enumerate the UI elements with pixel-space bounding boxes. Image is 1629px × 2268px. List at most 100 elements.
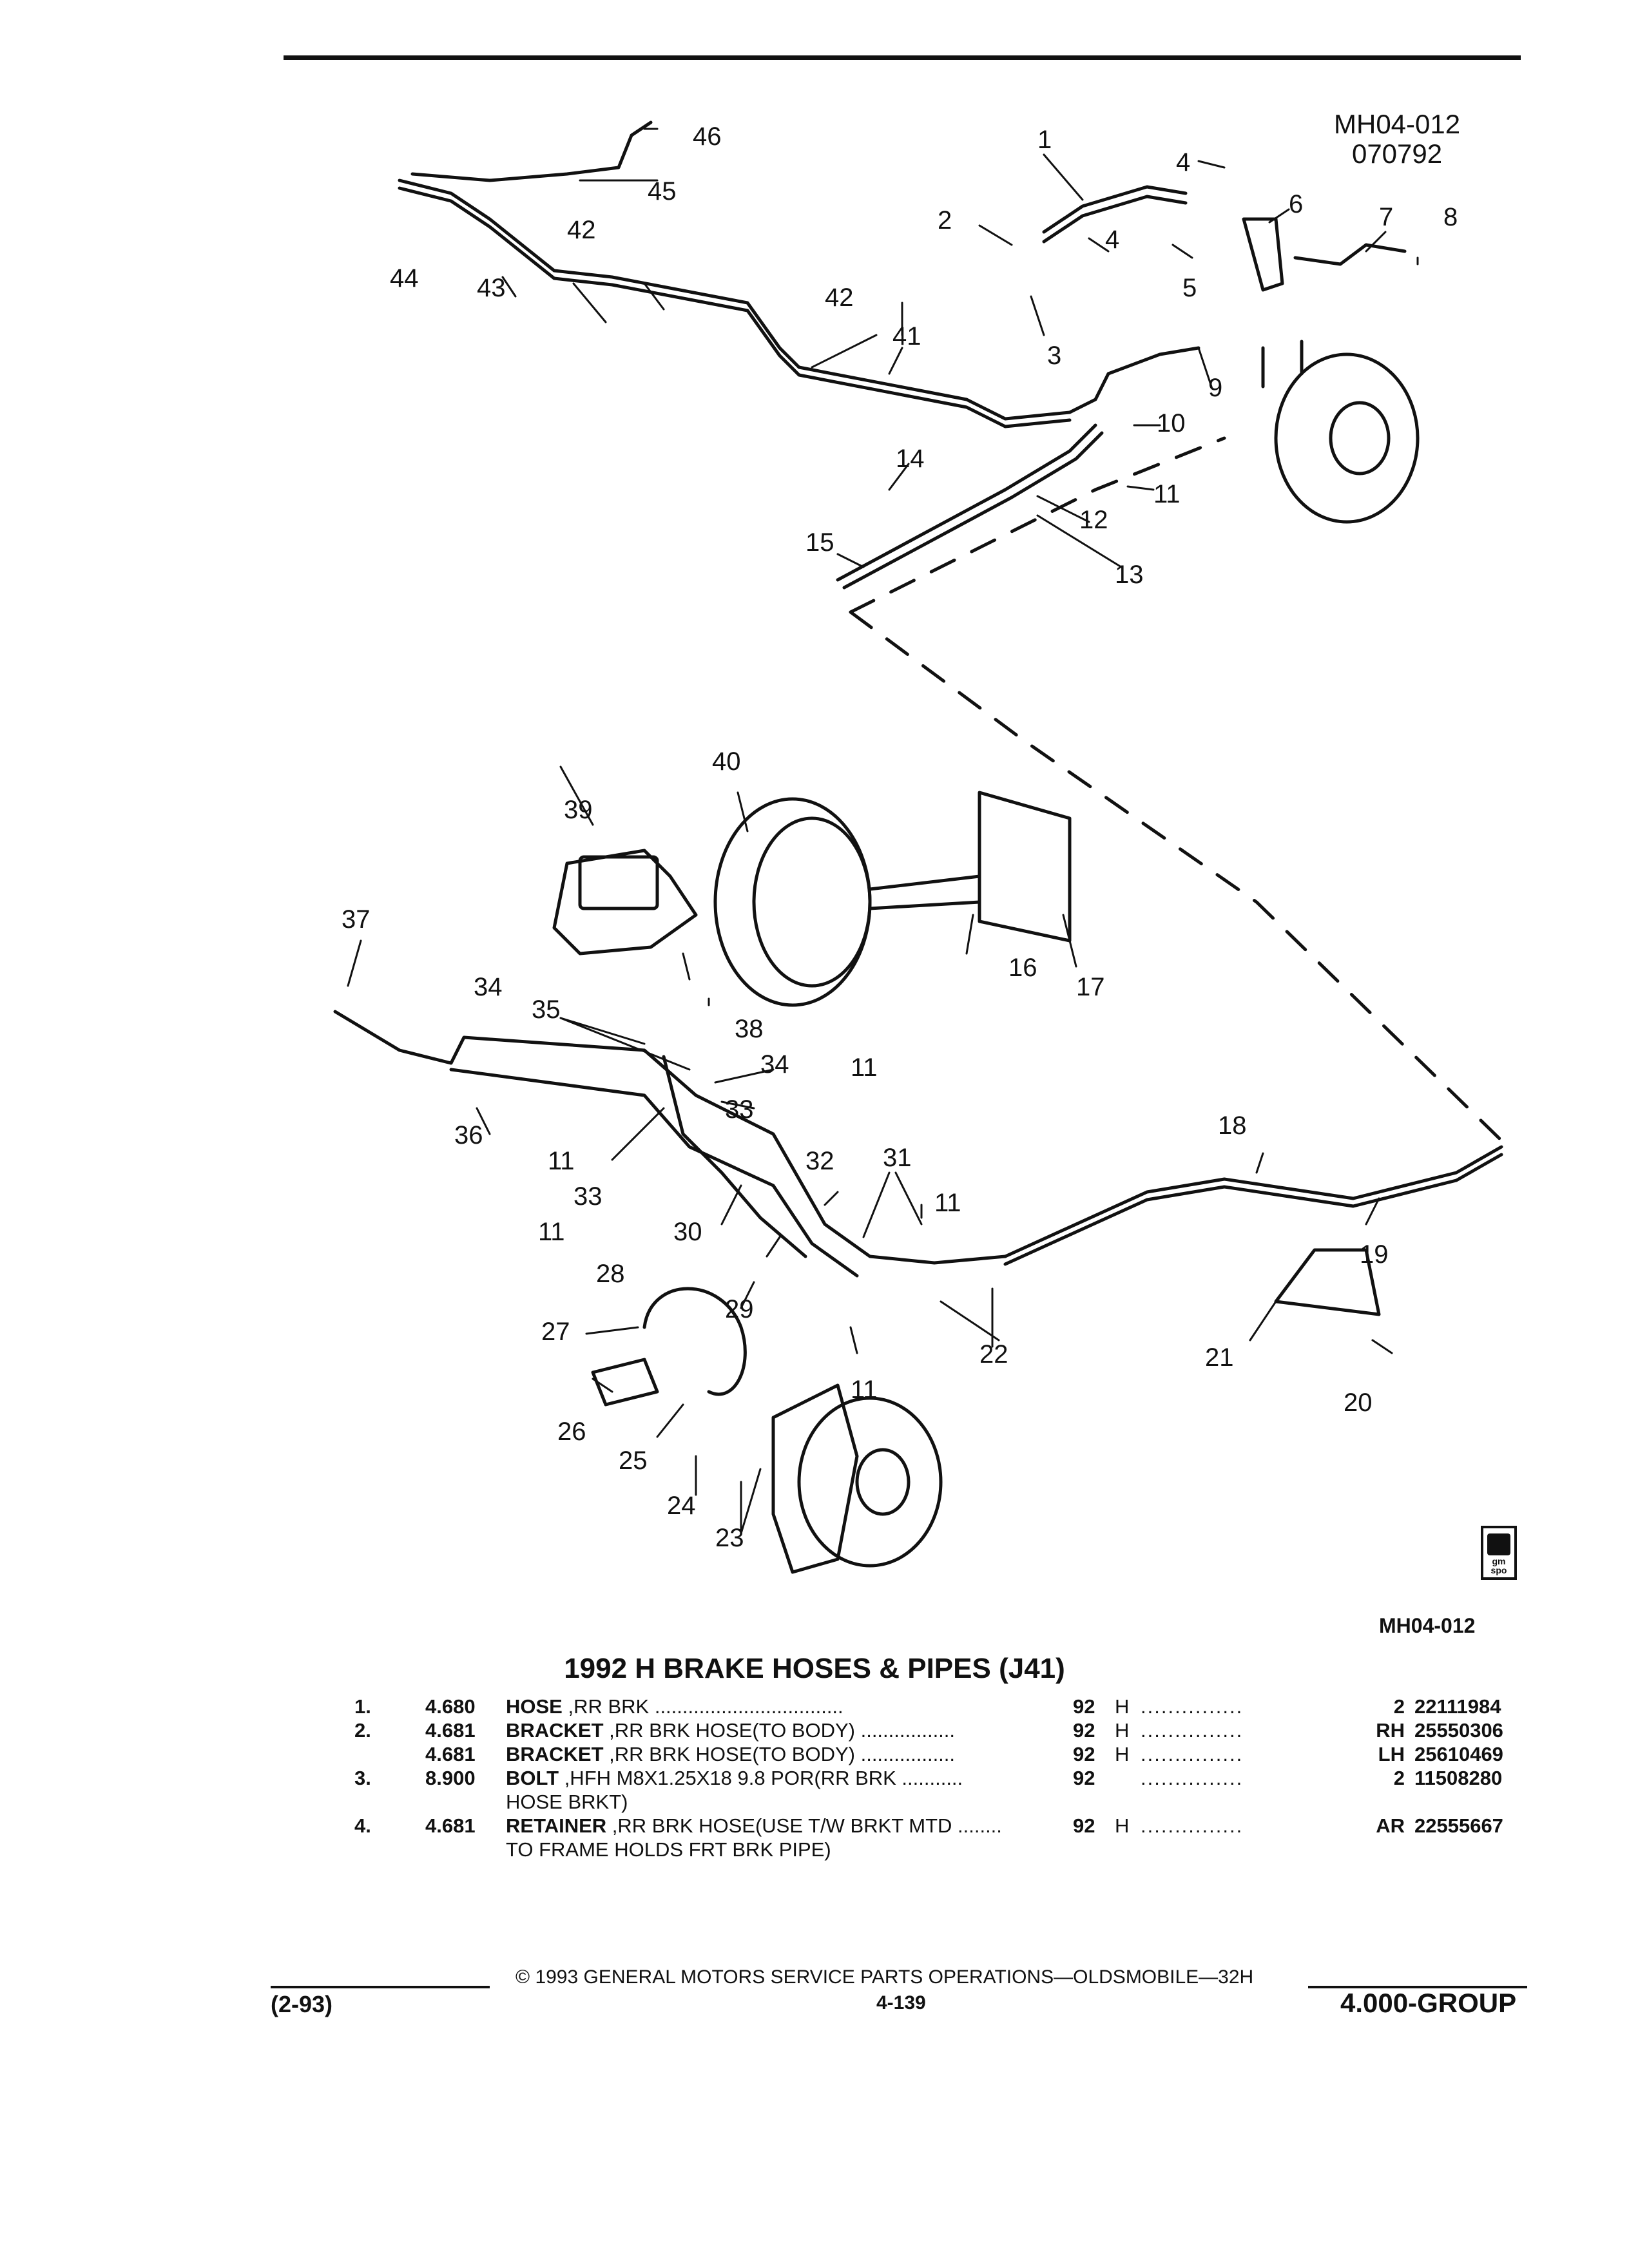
model-year: 92 xyxy=(1073,1814,1095,1837)
callout-46: 46 xyxy=(693,122,722,151)
callout-15: 15 xyxy=(805,528,834,557)
parts-table-row: HOSE BRKT) xyxy=(342,1790,1534,1814)
callout-39: 39 xyxy=(564,796,593,824)
callout-28: 28 xyxy=(596,1260,625,1288)
callout-45: 45 xyxy=(648,177,677,206)
parts-table-row: 1. 4.680 HOSE ,RR BRK ....................… xyxy=(342,1695,1534,1718)
leader-dots: ............... xyxy=(1141,1767,1244,1789)
callout-24: 24 xyxy=(667,1492,696,1520)
part-description-text: TO FRAME HOLDS FRT BRK PIPE) xyxy=(506,1838,831,1861)
model-year: 92 xyxy=(1073,1743,1095,1765)
item-number: 3. xyxy=(354,1767,371,1789)
callout-6: 6 xyxy=(1289,190,1303,218)
frame-dash-line-2 xyxy=(849,436,1226,614)
group-code: 4.680 xyxy=(425,1695,476,1718)
part-name: RETAINER xyxy=(506,1814,607,1837)
revision-date: (2-93) xyxy=(271,1991,333,2017)
gm-spo-logo: gm spo xyxy=(1481,1526,1517,1580)
callout-20: 20 xyxy=(1344,1389,1373,1417)
body-code: H xyxy=(1115,1719,1130,1742)
body-code: H xyxy=(1115,1814,1130,1837)
callout-11: 11 xyxy=(851,1053,878,1082)
callout-26: 26 xyxy=(557,1418,586,1446)
firewall-plate xyxy=(978,791,1072,943)
body-code: H xyxy=(1115,1695,1130,1718)
part-description: BOLT ,HFH M8X1.25X18 9.8 POR(RR BRK ....… xyxy=(506,1766,1041,1790)
front-hub xyxy=(855,1448,911,1516)
part-description-text: ,RR BRK ................................… xyxy=(562,1695,843,1718)
callout-41: 41 xyxy=(892,322,921,351)
hose-bracket-26 xyxy=(591,1358,659,1407)
callout-2: 2 xyxy=(938,206,952,235)
callout-14: 14 xyxy=(896,445,925,473)
callout-32: 32 xyxy=(805,1147,834,1175)
rear-brake-pipe-2 xyxy=(398,186,1072,428)
callout-8: 8 xyxy=(1443,203,1458,231)
callout-30: 30 xyxy=(673,1218,702,1246)
front-pipe-30 xyxy=(662,1055,807,1258)
front-rotor xyxy=(797,1396,943,1568)
part-description-text: HOSE BRKT) xyxy=(506,1791,628,1813)
part-name: HOSE xyxy=(506,1695,563,1718)
group-code: 4.681 xyxy=(425,1743,476,1765)
callout-42: 42 xyxy=(567,216,596,244)
callout-23: 23 xyxy=(715,1524,744,1552)
callout-44: 44 xyxy=(390,264,419,293)
callout-4: 4 xyxy=(1176,148,1190,177)
quantity: AR xyxy=(1376,1814,1405,1837)
leader-dots: ............... xyxy=(1141,1814,1244,1837)
illustration-ref-code: MH04-012 xyxy=(1379,1614,1476,1637)
part-number: 22111984 xyxy=(1414,1695,1501,1718)
parts-table-row: 4.681 BRACKET ,RR BRK HOSE(TO BODY) .....… xyxy=(342,1742,1534,1766)
callout-35: 35 xyxy=(532,995,561,1024)
part-name: BRACKET xyxy=(506,1743,604,1765)
part-name: BRACKET xyxy=(506,1719,604,1742)
callout-27: 27 xyxy=(541,1318,570,1346)
part-description-text: ,RR BRK HOSE(USE T/W BRKT MTD ........ xyxy=(606,1814,1002,1837)
model-year: 92 xyxy=(1073,1767,1095,1789)
item-number: 1. xyxy=(354,1695,371,1718)
model-year: 92 xyxy=(1073,1695,1095,1718)
rear-brake-drum xyxy=(1274,352,1420,524)
callout-21: 21 xyxy=(1205,1343,1234,1372)
part-description: RETAINER ,RR BRK HOSE(USE T/W BRKT MTD .… xyxy=(506,1814,1041,1838)
parts-table-row: 3. 8.900 BOLT ,HFH M8X1.25X18 9.8 POR(RR B… xyxy=(342,1766,1534,1790)
parts-table-row: TO FRAME HOLDS FRT BRK PIPE) xyxy=(342,1838,1534,1861)
callout-37: 37 xyxy=(342,905,371,934)
brake-booster-ring xyxy=(752,816,872,988)
callout-16: 16 xyxy=(1008,954,1037,982)
part-description-text: ,RR BRK HOSE(TO BODY) ................. xyxy=(603,1743,956,1765)
callout-19: 19 xyxy=(1360,1240,1389,1269)
part-description: HOSE BRKT) xyxy=(506,1790,1041,1814)
callout-18: 18 xyxy=(1218,1111,1247,1140)
group-code: 4.681 xyxy=(425,1814,476,1837)
model-year: 92 xyxy=(1073,1719,1095,1742)
callout-34: 34 xyxy=(474,973,503,1001)
part-number: 11508280 xyxy=(1414,1767,1503,1789)
cross-pipe xyxy=(836,423,1097,582)
parts-table: 1. 4.680 HOSE ,RR BRK ....................… xyxy=(342,1695,1534,1861)
rear-pipe-7 xyxy=(1293,243,1407,266)
front-hose-loop xyxy=(642,1287,747,1396)
callout-42: 42 xyxy=(825,284,854,312)
gm-spo-logo-mark xyxy=(1487,1533,1510,1555)
brake-fluid-reservoir xyxy=(578,855,659,910)
cross-pipe-2 xyxy=(842,431,1104,590)
callout-12: 12 xyxy=(1079,506,1108,534)
body-code: H xyxy=(1115,1743,1130,1765)
quantity: RH xyxy=(1376,1719,1405,1742)
callout-34: 34 xyxy=(760,1050,789,1079)
booster-rod xyxy=(868,874,981,910)
rear-hose xyxy=(1042,185,1188,234)
part-description: HOSE ,RR BRK ...........................… xyxy=(506,1695,1041,1718)
callout-11: 11 xyxy=(851,1376,878,1404)
callout-1: 1 xyxy=(1037,126,1052,154)
quantity: 2 xyxy=(1393,1695,1405,1718)
rear-brake-drum-hub xyxy=(1329,401,1391,476)
callout-11: 11 xyxy=(1153,480,1181,508)
page-number: 4-139 xyxy=(876,1992,926,2013)
group-code: 8.900 xyxy=(425,1767,476,1789)
